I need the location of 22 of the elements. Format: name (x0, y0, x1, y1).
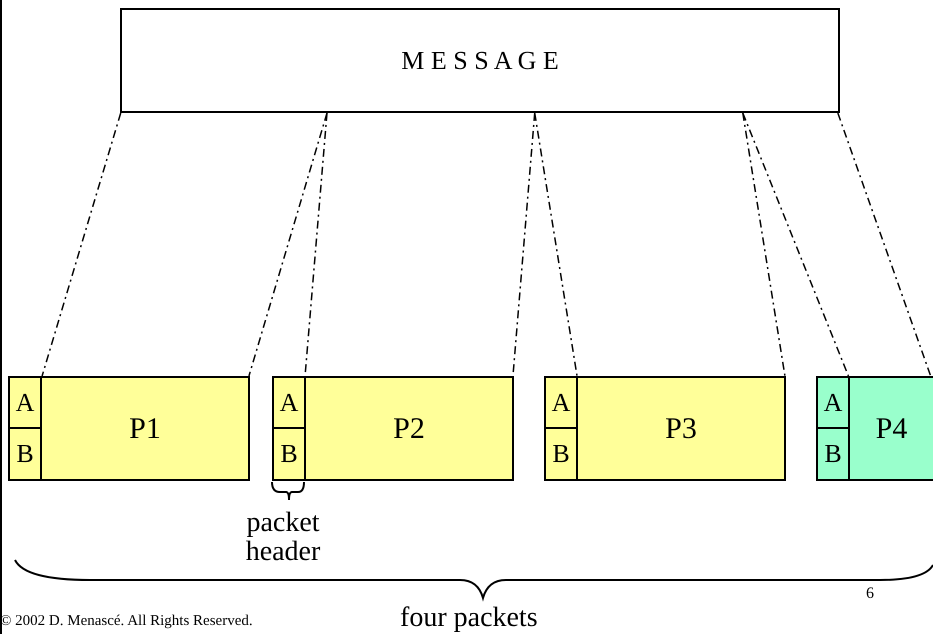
header-field: A (544, 376, 578, 429)
header-field: A (8, 376, 42, 429)
message-box: M E S S A G E (120, 8, 840, 113)
header-field: B (544, 427, 578, 481)
header-field: B (272, 427, 306, 481)
header-field: B (8, 427, 42, 481)
dash-dot-line (742, 112, 850, 376)
packet-box: P2 (304, 376, 514, 481)
page-number: 6 (866, 585, 874, 603)
dash-dot-line (742, 112, 786, 376)
packet-box: P3 (576, 376, 786, 481)
header-field: B (816, 427, 850, 481)
dash-dot-line (837, 112, 932, 376)
dash-dot-line (41, 112, 122, 376)
header-field: A (272, 376, 306, 429)
packet-box: P1 (40, 376, 250, 481)
dash-dot-line (248, 112, 328, 376)
header-field: A (816, 376, 850, 429)
callout-text: four packets (400, 603, 538, 634)
packet-box: P4 (848, 376, 933, 481)
dash-dot-line (534, 112, 578, 376)
callout-text: packet header (244, 508, 322, 567)
